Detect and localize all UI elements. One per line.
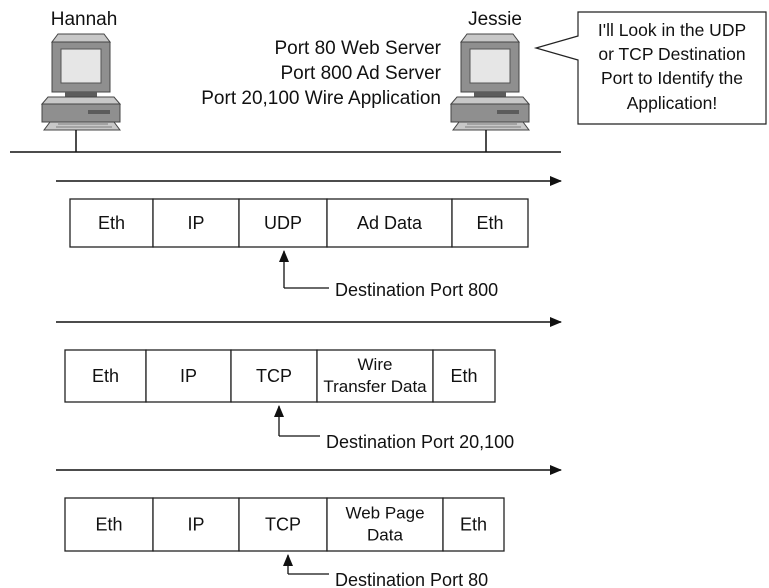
frame-cell [451, 198, 529, 248]
frame-cell-label: Eth [95, 515, 122, 535]
frame-cell [64, 497, 154, 552]
frame-cell-label: TCP [265, 515, 301, 535]
frame-cell-label: IP [180, 366, 197, 386]
destination-port-label: Destination Port 20,100 [326, 432, 514, 452]
frame-cell [145, 349, 232, 403]
frame-cell [152, 198, 240, 248]
host-label-jessie: Jessie [468, 9, 522, 30]
frame-cell-label: Eth [460, 515, 487, 535]
frame-cell-label: Transfer Data [323, 377, 427, 396]
frame-cell-label: IP [187, 515, 204, 535]
callout-line-2: or TCP Destination [598, 44, 745, 64]
frame-cell [442, 497, 505, 552]
frame-cell-label: Ad Data [357, 213, 423, 233]
destination-port-label: Destination Port 80 [335, 570, 488, 588]
frame-cell-label: TCP [256, 366, 292, 386]
frame-cell [152, 497, 240, 552]
port-list-line-2: Port 800 Ad Server [280, 63, 441, 84]
computer-icon [449, 33, 531, 131]
host-label-hannah: Hannah [51, 9, 118, 30]
port-list-line-3: Port 20,100 Wire Application [201, 88, 441, 109]
frame-cell-label: UDP [264, 213, 302, 233]
frame-cell-label: Web Page [345, 504, 424, 523]
frame-cell-label: Eth [92, 366, 119, 386]
callout-line-3: Port to Identify the [601, 68, 743, 88]
frame-cell-label: Data [367, 526, 403, 545]
callout-line-4: Application! [627, 93, 717, 113]
callout-line-1: I'll Look in the UDP [598, 20, 746, 40]
port-list-line-1: Port 80 Web Server [274, 38, 441, 59]
frame-cell [326, 497, 444, 552]
frame-cell-label: Eth [98, 213, 125, 233]
frame-cell-label: Wire [358, 355, 393, 374]
frame-cell-label: Eth [450, 366, 477, 386]
frame-cell-label: Eth [476, 213, 503, 233]
frame-cell [238, 497, 328, 552]
frame-cell [316, 349, 434, 403]
computer-icon [40, 33, 122, 131]
frame-cell-label: IP [187, 213, 204, 233]
speech-callout: I'll Look in the UDP or TCP Destination … [533, 11, 767, 125]
destination-port-label: Destination Port 800 [335, 280, 498, 300]
frame-cell [432, 349, 496, 403]
